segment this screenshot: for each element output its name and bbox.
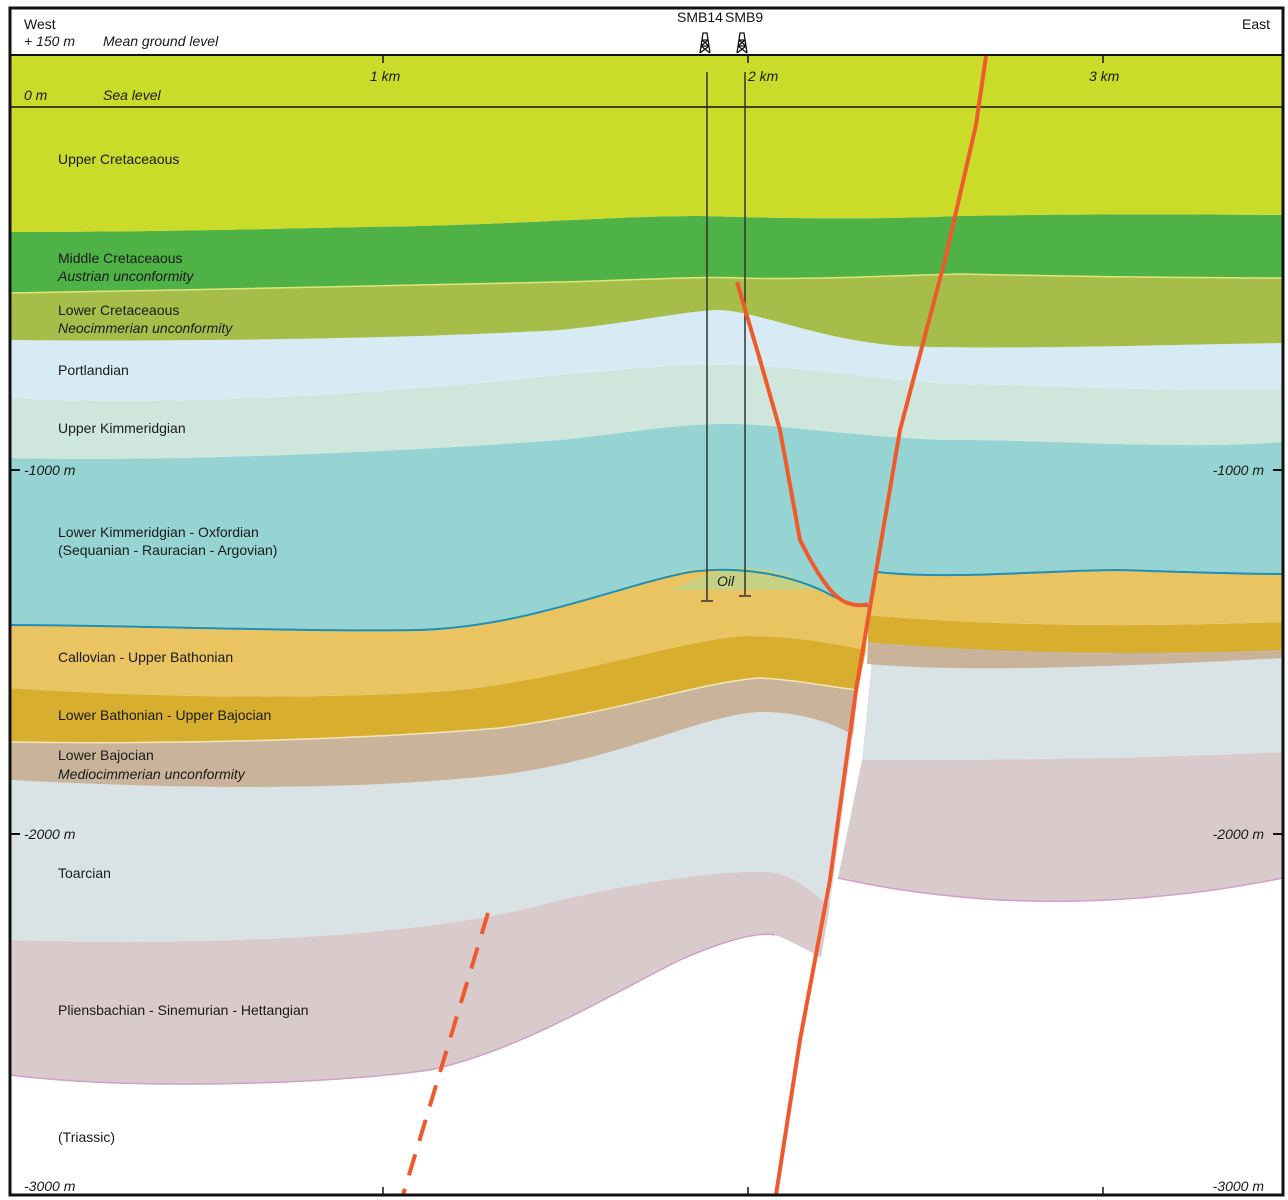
layer-triassic-west [10,934,822,1195]
layer-lower-bathonian-west [10,636,866,743]
layer-upper-cretaceous [10,55,1283,232]
buried-fault [401,912,490,1196]
layer-lower-cretaceous [10,274,1283,348]
label-lower-bajocian: Lower Bajocian [58,747,154,763]
label-mediocimmerian-unconformity: Mediocimmerian unconformity [58,766,246,782]
label-lower-kimmeridgian-line2: (Sequanian - Rauracian - Argovian) [58,542,277,558]
layer-callovian-east [868,570,1283,626]
sea-elevation-label: 0 m [24,87,48,103]
layer-callovian-west [10,568,870,697]
layer-lower-bajocian-west [10,678,858,787]
layer-middle-cretaceous [10,214,1283,293]
label-lower-bathonian: Lower Bathonian - Upper Bajocian [58,707,271,723]
depth-label-1000-right: -1000 m [1213,462,1265,478]
distance-label-3km: 3 km [1089,68,1120,84]
ground-level-label: Mean ground level [103,33,219,49]
label-middle-cretaceous: Middle Cretaceaous [58,250,183,266]
listric-fault [735,281,869,608]
label-austrian-unconformity: Austrian unconformity [57,268,194,284]
depth-label-3000-left: -3000 m [24,1178,76,1194]
layer-lower-bajocian-east-band [867,640,1283,669]
depth-label-2000-left: -2000 m [24,826,76,842]
austrian-unconformity-line [9,273,1284,294]
callovian-top-line-east [876,568,1284,577]
label-lower-cretaceous: Lower Cretaceaous [58,302,179,318]
well-label-smb9: SMB9 [725,9,763,25]
distance-label-1km: 1 km [370,68,401,84]
layer-pliensbachian-east [838,752,1283,902]
label-upper-kimmeridgian: Upper Kimmeridgian [58,420,186,436]
label-callovian: Callovian - Upper Bathonian [58,649,233,665]
label-oil: Oil [717,573,735,589]
layer-upper-kimmeridgian [10,364,1283,459]
label-triassic: (Triassic) [58,1129,115,1145]
pliensbachian-base-line-east [837,877,1284,903]
derrick-icon [736,32,748,54]
label-lower-kimmeridgian-line1: Lower Kimmeridgian - Oxfordian [58,524,259,540]
layer-lower-kimmeridgian [10,423,1283,631]
label-pliensbachian: Pliensbachian - Sinemurian - Hettangian [58,1002,309,1018]
layer-toarcian-west [10,712,853,942]
layer-portlandian [10,310,1283,401]
main-fault [774,55,988,1196]
bajocian-top-line [9,677,859,744]
layer-triassic-east [780,878,1283,1195]
layer-lower-bathonian-east [868,615,1283,653]
ground-elevation-label: + 150 m [24,33,75,49]
depth-label-1000-left: -1000 m [24,462,76,478]
depth-label-3000-right: -3000 m [1213,1178,1265,1194]
depth-label-2000-right: -2000 m [1213,826,1265,842]
derrick-icon [699,32,711,54]
label-portlandian: Portlandian [58,362,129,378]
distance-label-2km: 2 km [747,68,779,84]
callovian-top-line-west [9,568,871,632]
section-frame [8,6,1285,1197]
well-smb9 [739,72,751,597]
label-toarcian: Toarcian [58,865,111,881]
label-upper-cretaceous: Upper Cretaceaous [58,151,179,167]
east-label: East [1242,16,1270,32]
west-label: West [24,16,56,32]
sea-level-label: Sea level [103,87,161,103]
layer-toarcian-east [862,655,1283,760]
label-neocimmerian-unconformity: Neocimmerian unconformity [58,320,233,336]
pliensbachian-base-line [9,933,776,1085]
well-label-smb14: SMB14 [677,9,723,25]
well-smb14 [701,72,713,602]
